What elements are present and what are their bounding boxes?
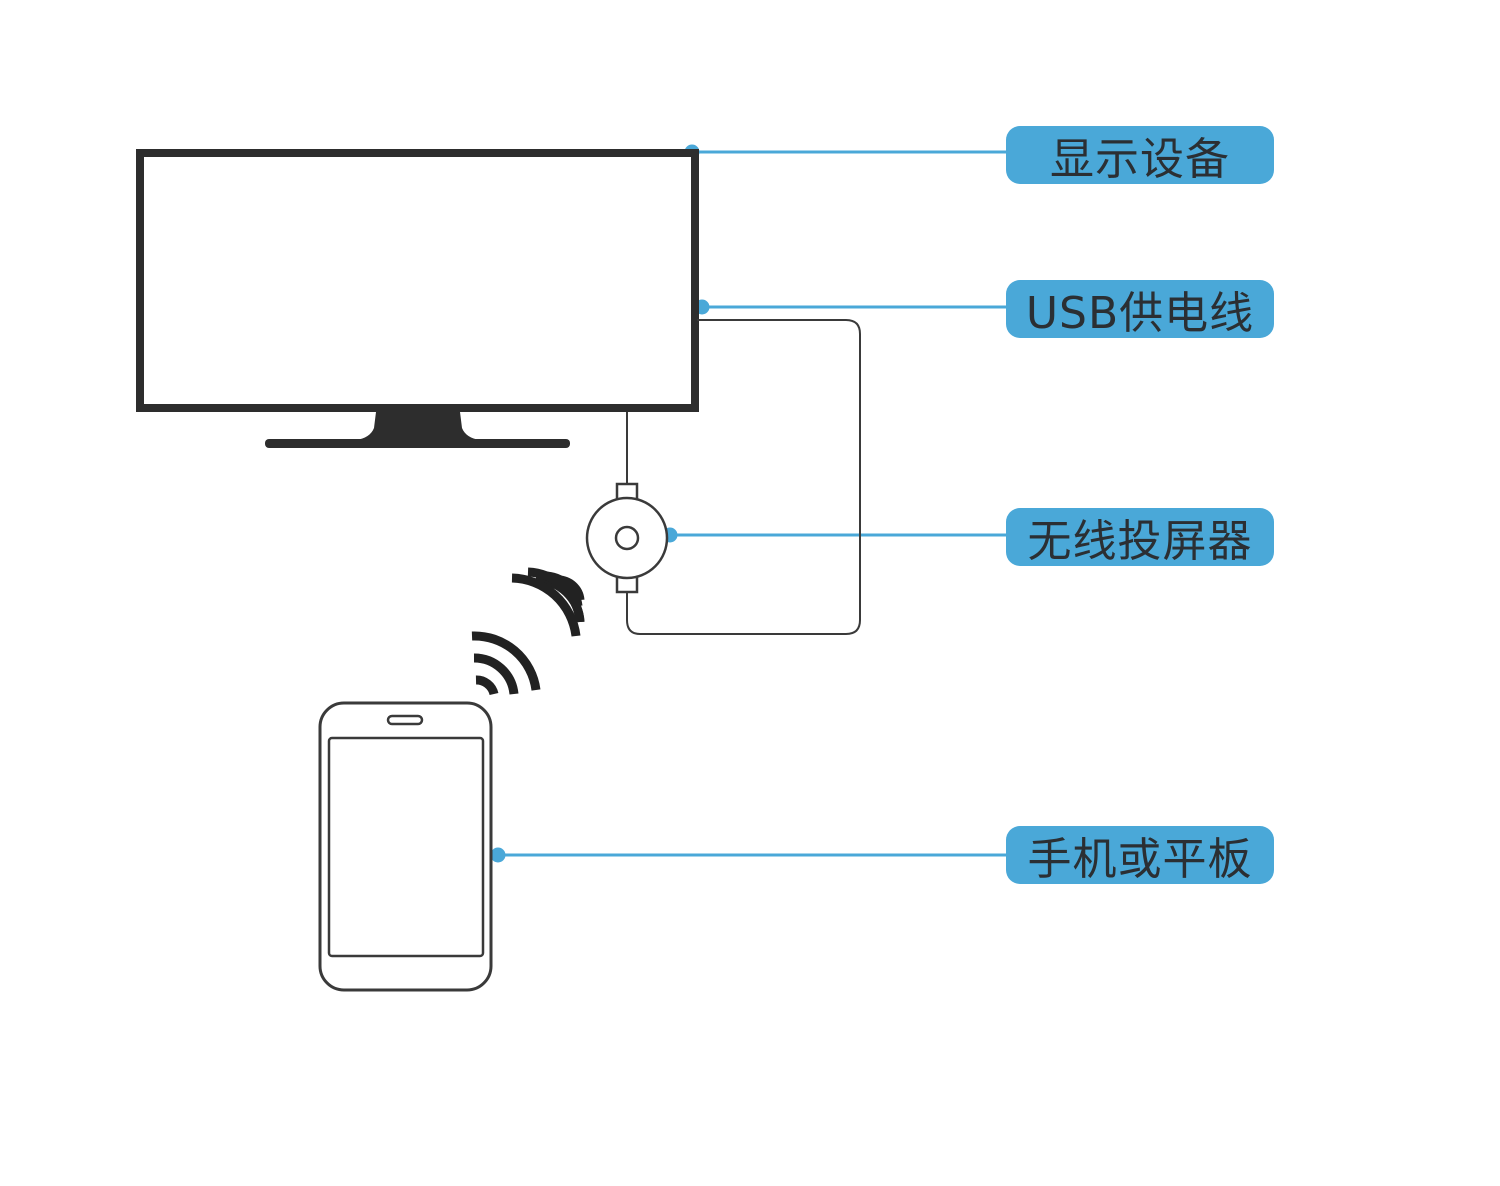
cables [626, 319, 861, 635]
smartphone-icon [318, 701, 493, 992]
callout-display-device-label: 显示设备 [1050, 134, 1230, 185]
signal-arc-lower-a [475, 675, 499, 696]
callout-display-device: 显示设备 [1006, 126, 1274, 185]
monitor-icon [136, 149, 699, 448]
callout-phone-or-tablet-label: 手机或平板 [1027, 834, 1253, 885]
signal-arc-lower-c [471, 631, 541, 691]
phone-speaker [386, 714, 424, 726]
callout-usb-power-cable-label: USB供电线 [1025, 288, 1255, 339]
leader-lines [490, 144, 1008, 863]
callout-usb-power-cable: USB供电线 [1006, 280, 1274, 339]
usb-power-cable [626, 319, 861, 635]
signal-arc-lower-b [473, 653, 519, 695]
phone-screen [327, 736, 485, 958]
callout-wireless-dongle: 无线投屏器 [1006, 508, 1274, 567]
monitor-stand-base [265, 439, 570, 448]
wireless-dongle-icon [585, 482, 669, 594]
signal-arc-upper-c [511, 573, 581, 637]
dongle-center [614, 525, 640, 551]
monitor-screen [136, 149, 699, 412]
callout-wireless-dongle-label: 无线投屏器 [1027, 516, 1253, 567]
wifi-signal-icon [471, 567, 585, 696]
signal-arc-upper-b [527, 567, 585, 623]
callout-phone-or-tablet: 手机或平板 [1006, 826, 1274, 885]
monitor-stand-neck [356, 412, 480, 440]
leader-dot-phone [490, 847, 506, 863]
